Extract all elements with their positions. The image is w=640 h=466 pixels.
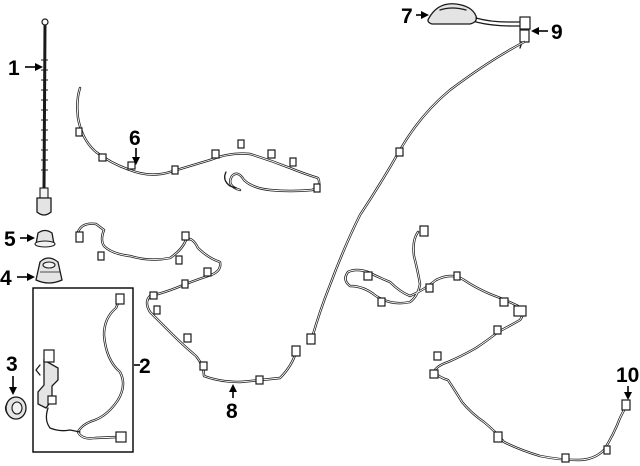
- callout-2: 2: [139, 355, 151, 378]
- callout-6: 6: [129, 127, 141, 150]
- callout-5: 5: [4, 228, 16, 251]
- callout-7: 7: [401, 5, 413, 28]
- antenna-mast: [36, 18, 52, 216]
- callout-3: 3: [6, 353, 18, 376]
- roof-antenna: [427, 3, 531, 30]
- callout-labels: 1 2 3 4 5 6 7 8 9 10: [0, 5, 639, 423]
- callout-1: 1: [8, 57, 20, 80]
- antenna-cable-assembly: [35, 293, 127, 443]
- connector-9: [519, 29, 530, 49]
- part-2-box: [32, 287, 134, 453]
- callout-9: 9: [551, 21, 563, 44]
- harness-10: [344, 225, 631, 463]
- harness-8: [75, 222, 301, 385]
- grommet: [4, 396, 27, 420]
- callout-10: 10: [616, 364, 639, 387]
- callout-leaders: [9, 11, 632, 400]
- antenna-nut: [34, 229, 56, 248]
- callout-8: 8: [226, 400, 238, 423]
- callout-4: 4: [0, 267, 12, 290]
- roof-antenna-cable: [306, 40, 526, 345]
- harness-6: [75, 86, 321, 193]
- antenna-base: [35, 257, 63, 284]
